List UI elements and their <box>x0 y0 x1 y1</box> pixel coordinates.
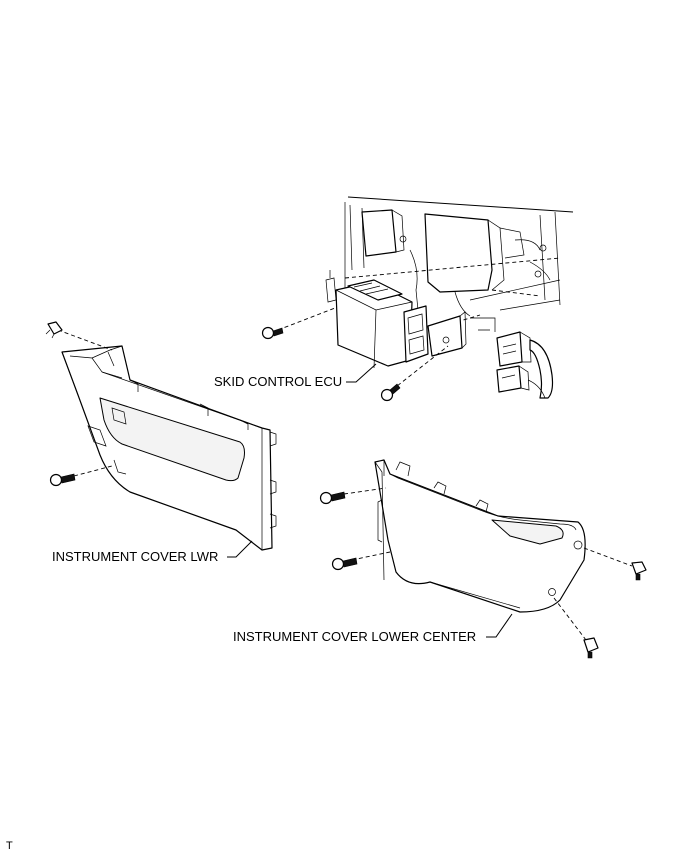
cover-lwr-bolt <box>49 465 113 487</box>
ecu-bolt-left <box>261 307 336 340</box>
cover-center-bolt-lower <box>331 551 391 571</box>
skid-control-ecu-leader <box>346 363 377 383</box>
instrument-cover-lwr-label: INSTRUMENT COVER LWR <box>52 549 218 564</box>
instrument-cover-lwr-leader <box>227 540 253 558</box>
instrument-cover-lower-center-leader <box>486 613 513 638</box>
cover-center-bolt-upper <box>319 487 387 505</box>
skid-control-ecu <box>325 270 467 369</box>
instrument-cover-lwr <box>61 345 277 551</box>
wire-harness-connectors <box>496 331 554 399</box>
ecu-bolt-lower <box>380 345 449 402</box>
cover-center-clip-bottom <box>553 597 599 659</box>
skid-control-ecu-label: SKID CONTROL ECU <box>214 374 342 389</box>
cover-lwr-clip <box>45 321 113 351</box>
cover-center-clip-right <box>583 547 647 581</box>
instrument-cover-lower-center-label: INSTRUMENT COVER LOWER CENTER <box>233 629 476 644</box>
instrument-cover-lower-center <box>374 459 586 613</box>
figure-code: T <box>6 840 13 852</box>
